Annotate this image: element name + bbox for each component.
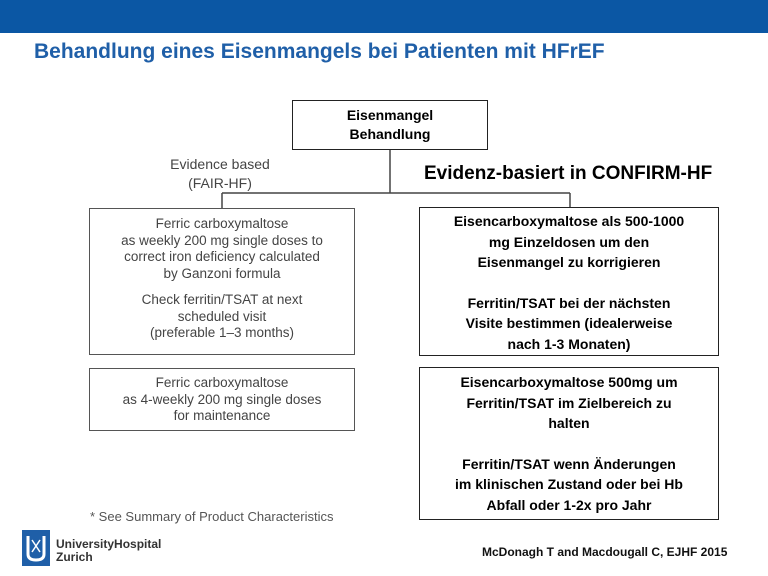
right-box1-text: mg Einzeldosen um den	[488, 233, 650, 250]
slide-title: Behandlung eines Eisenmangels bei Patien…	[34, 40, 605, 63]
top-box-line2: Behandlung	[349, 126, 431, 142]
right-box2-text: Ferritin/TSAT im Zielbereich zu	[466, 394, 672, 411]
left-box1-text: by Ganzoni formula	[163, 265, 281, 281]
left-heading: Evidence based (FAIR-HF)	[150, 155, 290, 193]
left-box1-text: as weekly 200 mg single doses to	[121, 232, 323, 248]
right-box1-text: Ferritin/TSAT bei der nächsten	[467, 294, 671, 311]
left-box1-text: Ferric carboxymaltose	[155, 216, 289, 231]
left-box1-text: correct iron deficiency calculated	[124, 249, 320, 264]
left-box1-text: (preferable 1–3 months)	[149, 325, 295, 340]
right-box1-text: Visite bestimmen (idealerweise	[465, 315, 673, 331]
right-box2-text: im klinischen Zustand oder bei Hb	[455, 476, 683, 492]
left-box1-text: scheduled visit	[177, 308, 267, 324]
footnote: * See Summary of Product Characteristics	[90, 509, 334, 524]
right-box1-text: Eisencarboxymaltose als 500-1000	[453, 213, 685, 229]
logo-line2: Zurich	[56, 550, 93, 564]
logo-text: UniversityHospital Zurich	[56, 538, 161, 564]
top-bar	[0, 0, 768, 33]
right-box2-text: Ferritin/TSAT wenn Änderungen	[462, 455, 676, 472]
left-box2-text: as 4-weekly 200 mg single doses	[122, 391, 322, 407]
left-box-maintenance: Ferric carboxymaltose as 4-weekly 200 mg…	[89, 368, 355, 431]
left-box1-text: Check ferritin/TSAT at next	[141, 292, 303, 307]
left-box2-text: Ferric carboxymaltose	[155, 375, 289, 390]
university-hospital-logo-icon	[22, 530, 50, 566]
top-box-line1: Eisenmangel	[346, 107, 434, 123]
right-heading: Evidenz-basiert in CONFIRM-HF	[424, 163, 764, 185]
right-box2-text: halten	[548, 415, 590, 431]
citation: McDonagh T and Macdougall C, EJHF 2015	[482, 545, 728, 559]
right-box-correction: Eisencarboxymaltose als 500-1000 mg Einz…	[419, 207, 719, 356]
right-box2-text: Eisencarboxymaltose 500mg um	[460, 374, 678, 390]
left-heading-line1: Evidence based	[170, 156, 270, 172]
logo-line1: UniversityHospital	[56, 537, 162, 551]
left-heading-line2: (FAIR-HF)	[188, 175, 252, 191]
right-box1-text: nach 1-3 Monaten)	[507, 335, 631, 352]
top-box-eisenmangel-behandlung: Eisenmangel Behandlung	[292, 100, 488, 150]
left-box2-text: for maintenance	[173, 408, 271, 423]
right-box-maintenance: Eisencarboxymaltose 500mg um Ferritin/TS…	[419, 367, 719, 520]
left-box-correction: Ferric carboxymaltose as weekly 200 mg s…	[89, 208, 355, 355]
right-box2-text: Abfall oder 1-2x pro Jahr	[486, 496, 652, 513]
right-box1-text: Eisenmangel zu korrigieren	[477, 254, 661, 270]
